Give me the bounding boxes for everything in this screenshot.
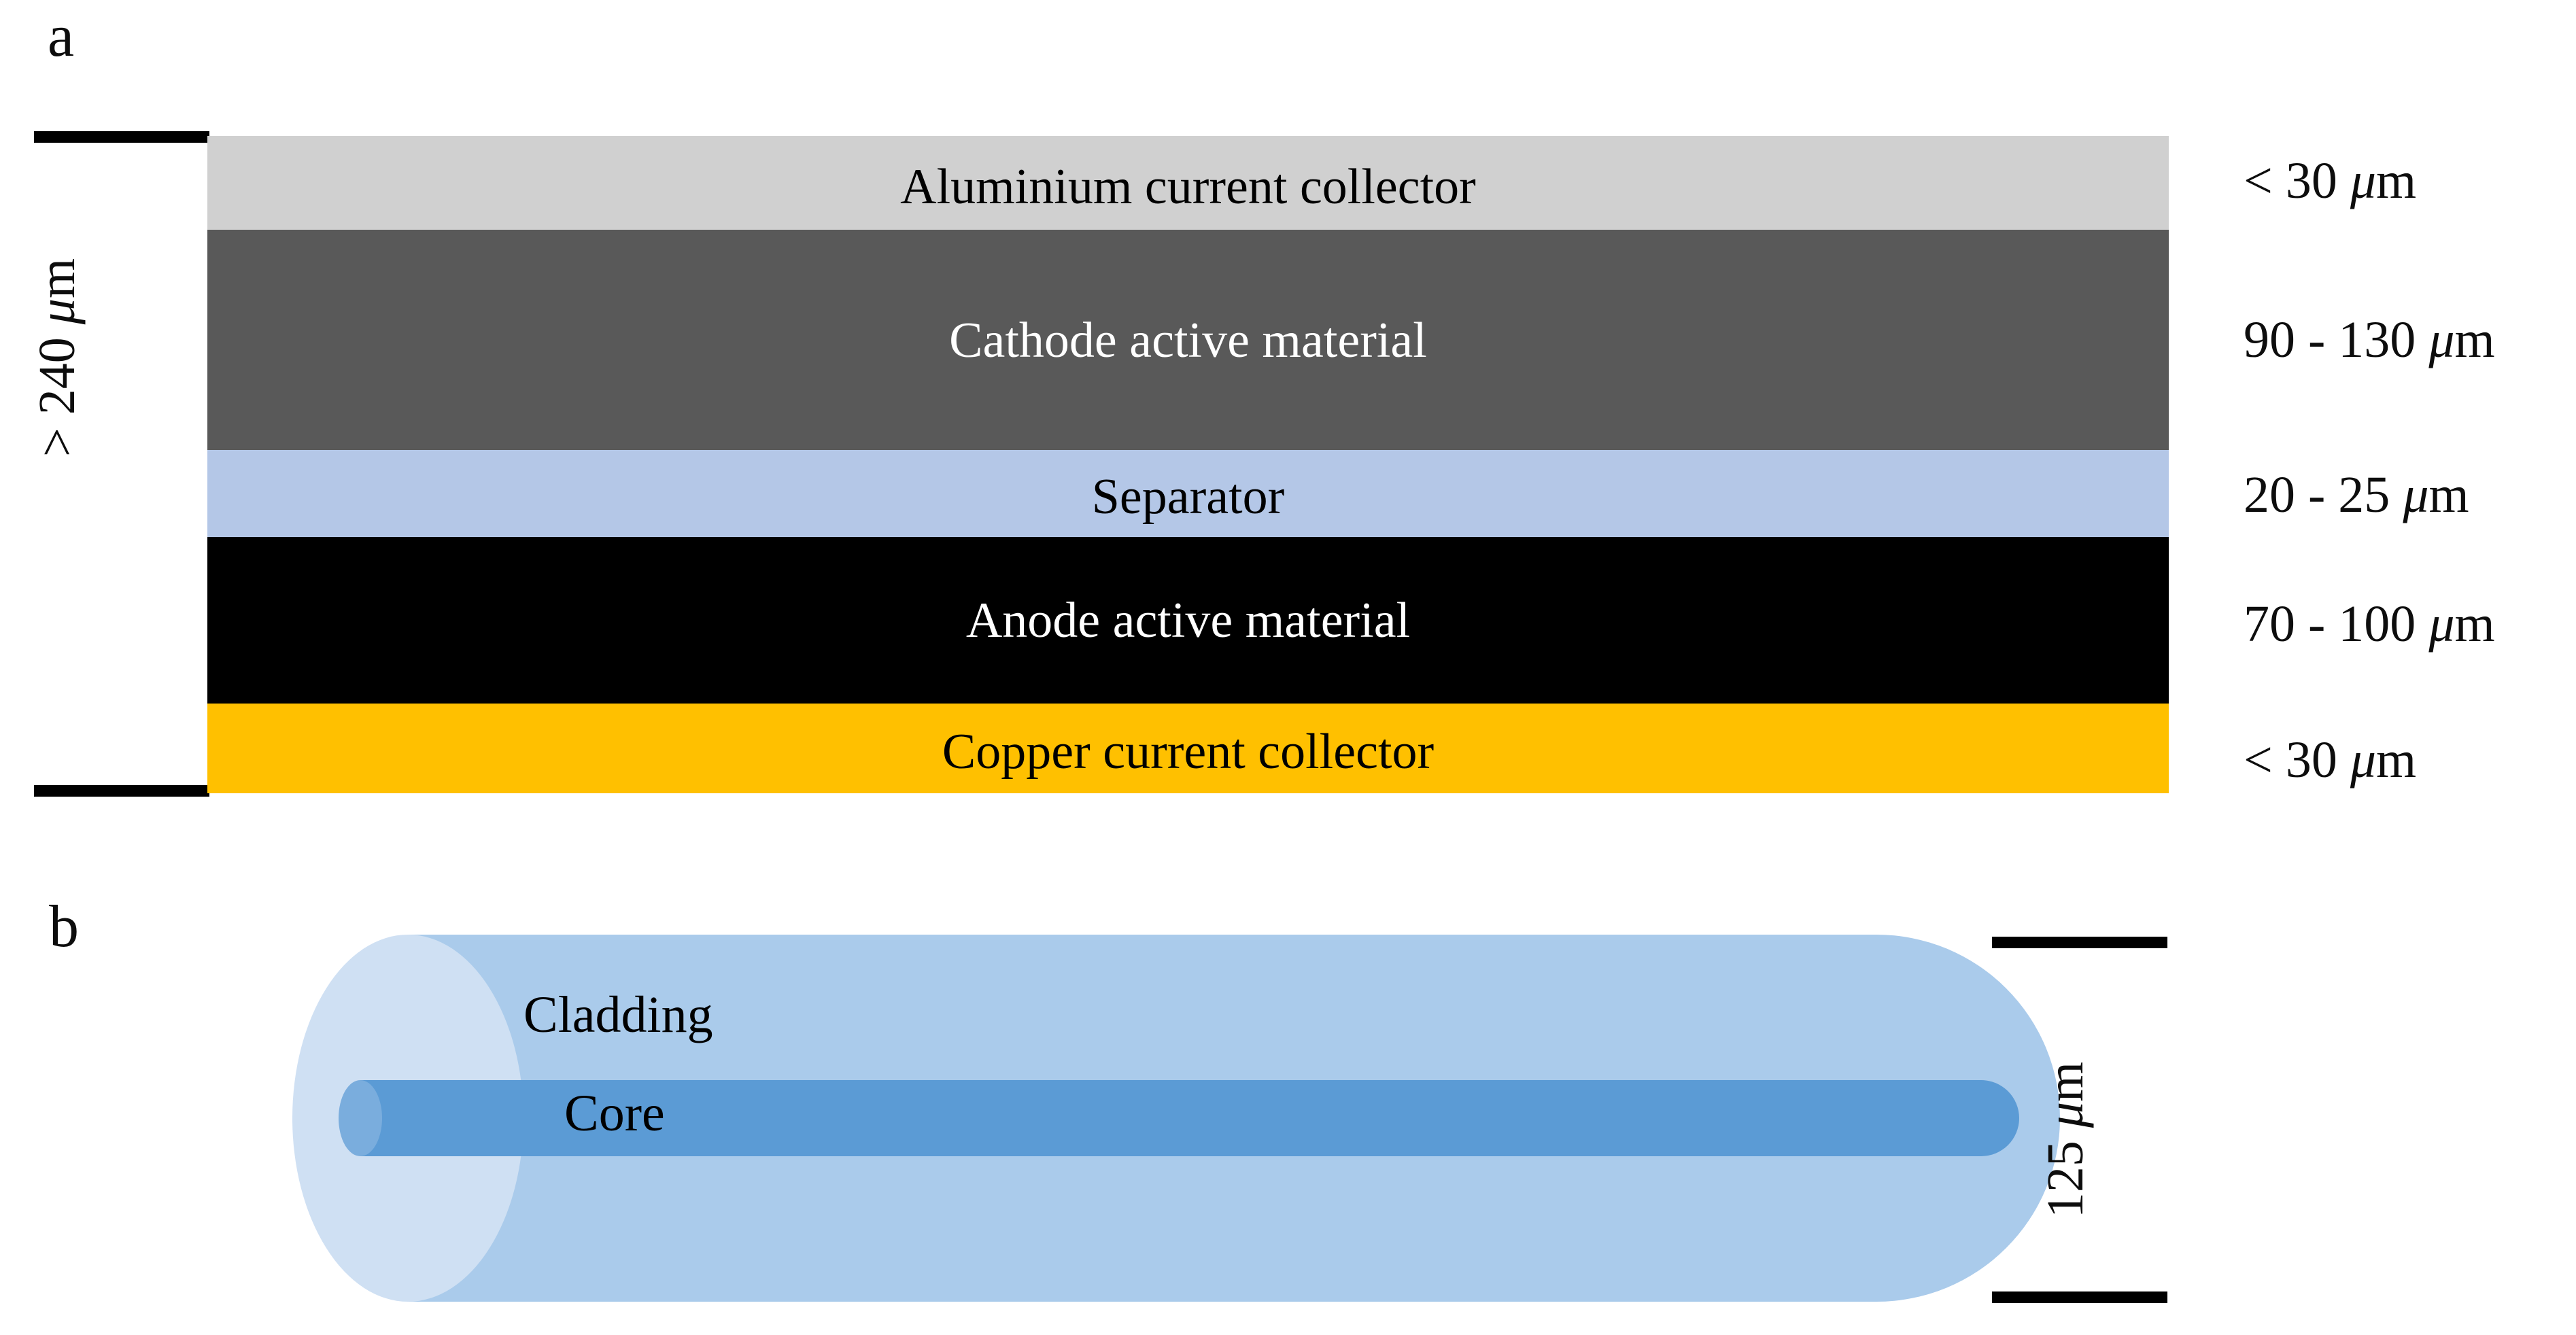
core-cylinder-body[interactable] — [360, 1080, 2019, 1156]
thickness-annotation-separator: 20 - 25 μm — [2244, 469, 2469, 521]
core-label: Core — [564, 1085, 665, 1142]
thickness-unit-cathode: m — [2454, 311, 2495, 368]
thickness-mu-anode: μ — [2428, 595, 2455, 653]
layer-label-cathode-active-material: Cathode active material — [949, 313, 1427, 368]
thickness-mu-copper: μ — [2350, 731, 2377, 788]
panel-a-letter: a — [48, 3, 75, 69]
fibre-diameter-tick-top — [1992, 937, 2167, 948]
thickness-annotation-copper-current-collector: < 30 μm — [2244, 734, 2416, 786]
fibre-diameter-unit: m — [2037, 1061, 2094, 1102]
fibre-diameter-tick-bottom — [1992, 1291, 2167, 1303]
fibre-diameter-value: 125 — [2037, 1128, 2094, 1219]
thickness-annotation-cathode-active-material: 90 - 130 μm — [2244, 314, 2495, 366]
thickness-mu-cathode: μ — [2428, 311, 2455, 368]
fibre-diameter-label: 125 μm — [2037, 1004, 2094, 1276]
total-thickness-value: > 240 — [29, 324, 86, 457]
thickness-value-copper: < 30 — [2244, 731, 2350, 788]
layer-copper-current-collector[interactable]: Copper current collector — [207, 704, 2169, 793]
fibre-diameter-mu: μ — [2037, 1101, 2094, 1128]
thickness-unit-aluminium: m — [2376, 152, 2417, 209]
thickness-value-cathode: 90 - 130 — [2244, 311, 2429, 368]
thickness-mu-aluminium: μ — [2350, 152, 2377, 209]
layer-label-anode-active-material: Anode active material — [965, 593, 1411, 648]
layer-label-separator: Separator — [1091, 469, 1285, 525]
total-thickness-mu: μ — [29, 298, 86, 325]
total-thickness-tick-bottom — [34, 785, 209, 797]
total-thickness-label: > 240 μm — [29, 222, 86, 493]
total-thickness-unit: m — [29, 258, 86, 299]
layer-aluminium-current-collector[interactable]: Aluminium current collector — [207, 136, 2169, 230]
thickness-value-separator: 20 - 25 — [2244, 466, 2403, 523]
layer-label-aluminium-current-collector: Aluminium current collector — [900, 159, 1476, 215]
thickness-unit-separator: m — [2428, 466, 2469, 523]
thickness-mu-separator: μ — [2403, 466, 2429, 523]
layer-separator[interactable]: Separator — [207, 450, 2169, 537]
layer-label-copper-current-collector: Copper current collector — [942, 724, 1435, 780]
battery-layer-stack: Aluminium current collector Cathode acti… — [207, 136, 2169, 793]
layer-cathode-active-material[interactable]: Cathode active material — [207, 230, 2169, 450]
layer-anode-active-material[interactable]: Anode active material — [207, 537, 2169, 704]
thickness-value-aluminium: < 30 — [2244, 152, 2350, 209]
thickness-unit-copper: m — [2376, 731, 2417, 788]
thickness-value-anode: 70 - 100 — [2244, 595, 2429, 653]
panel-b-letter: b — [49, 894, 79, 960]
core-end-cap[interactable] — [339, 1080, 382, 1156]
thickness-annotation-aluminium-current-collector: < 30 μm — [2244, 155, 2416, 207]
total-thickness-tick-top — [34, 131, 209, 143]
cladding-label: Cladding — [523, 986, 713, 1043]
thickness-unit-anode: m — [2454, 595, 2495, 653]
optical-fibre-diagram — [292, 935, 2060, 1302]
thickness-annotation-anode-active-material: 70 - 100 μm — [2244, 598, 2495, 650]
